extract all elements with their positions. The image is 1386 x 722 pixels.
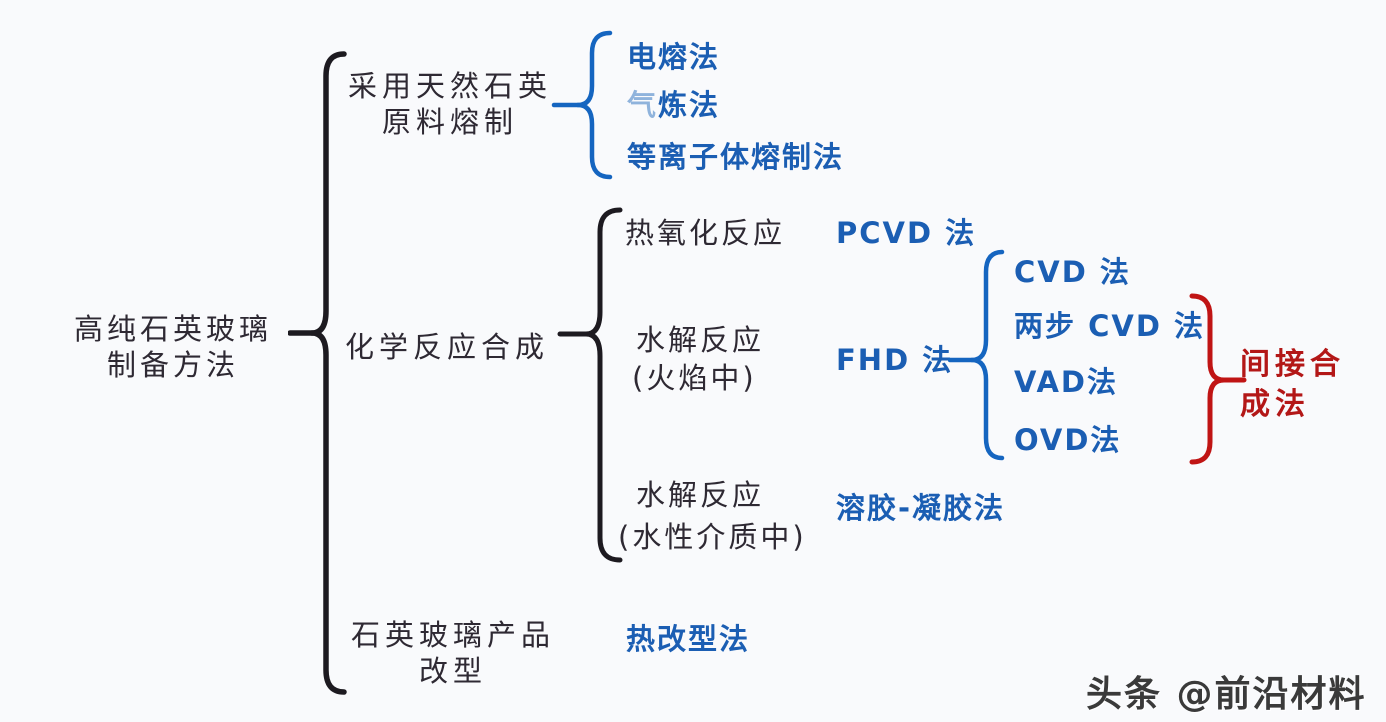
method-plasma-melting: 等离子体熔制法: [627, 140, 845, 174]
watermark-text: 头条 @前沿材料: [1086, 674, 1367, 715]
method-two-step-cvd: 两步 CVD 法: [1014, 309, 1205, 343]
branch-natural-title-line1: 采用天然石英: [347, 69, 552, 103]
method-sol-gel: 溶胶-凝胶法: [836, 491, 1006, 525]
reaction-hydrolysis-flame-line2: (火焰中): [632, 361, 757, 395]
method-electric-melting: 电熔法: [627, 40, 721, 74]
root-label-line2: 制备方法: [106, 348, 239, 382]
branch-modification-title: 石英玻璃产品 改型: [338, 617, 568, 689]
fhd-submethods-brace: [948, 249, 1005, 461]
branch-natural-title-line2: 原料熔制: [381, 105, 518, 139]
method-fhd: FHD 法: [836, 343, 954, 377]
label-indirect-synthesis: 间接合 成法: [1240, 345, 1345, 425]
reaction-hydrolysis-flame-line1: 水解反应: [636, 323, 765, 357]
method-pcvd: PCVD 法: [836, 216, 977, 250]
method-thermal-reshaping: 热改型法: [626, 622, 751, 656]
label-indirect-synthesis-line2: 成法: [1240, 387, 1310, 422]
branch-modification-title-line2: 改型: [418, 654, 487, 688]
method-cvd: CVD 法: [1014, 255, 1131, 289]
method-gas-refining: 气炼法: [627, 89, 720, 122]
branch-natural-title: 采用天然石英 原料熔制: [336, 68, 564, 140]
branch-chemical-title: 化学反应合成: [345, 330, 550, 364]
method-gas-refining-faded-char: 气: [627, 88, 659, 122]
root-brace: [288, 51, 347, 695]
method-vad: VAD法: [1014, 365, 1118, 399]
root-label-line1: 高纯石英玻璃: [73, 312, 272, 346]
indirect-synthesis-brace: [1189, 293, 1247, 465]
reaction-hydrolysis-aqueous-line1: 水解反应: [636, 478, 765, 512]
root-label: 高纯石英玻璃 制备方法: [55, 311, 291, 383]
method-gas-refining-rest: 炼法: [658, 88, 721, 122]
branch-modification-title-line1: 石英玻璃产品: [350, 618, 555, 652]
branch-chemical-brace: [557, 207, 623, 563]
method-ovd: OVD法: [1014, 423, 1122, 457]
reaction-hydrolysis-aqueous-line2: (水性介质中): [618, 520, 807, 554]
label-indirect-synthesis-line1: 间接合: [1240, 347, 1345, 382]
branch-natural-brace: [551, 30, 613, 180]
reaction-thermal-oxidation: 热氧化反应: [625, 216, 786, 250]
